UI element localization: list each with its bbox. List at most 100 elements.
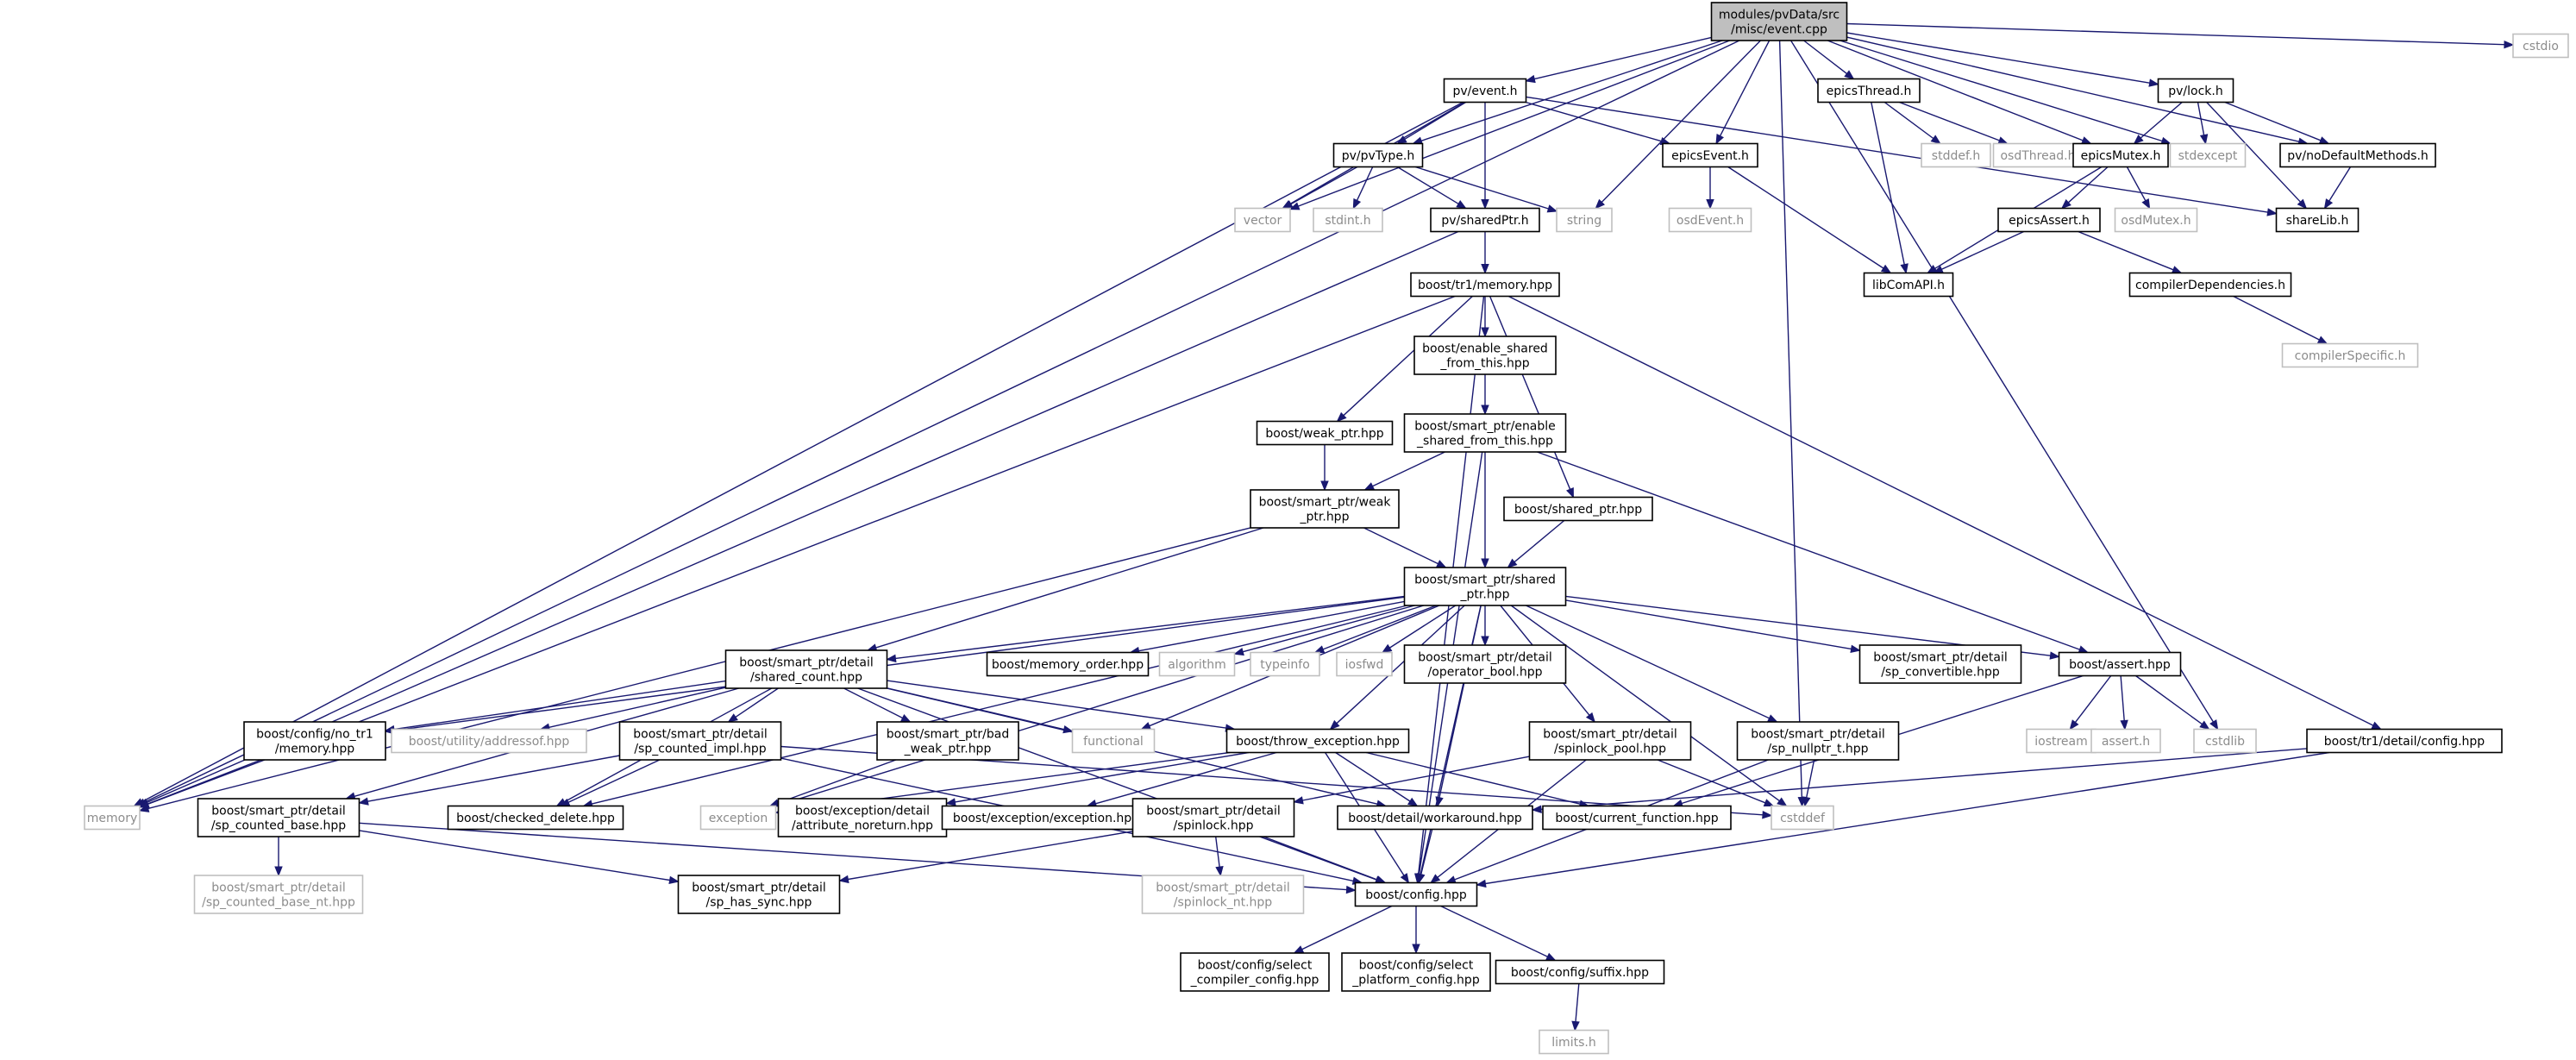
node-box [1337,805,1533,831]
node-label: boost/weak_ptr.hpp [1265,427,1383,441]
edge-spCountedBase-to-spCountedBaseNt [274,837,283,877]
node-limits: limits.h [1539,1029,1609,1055]
edge-spEnableSft-to-spWeak [1363,451,1445,491]
node-sharedptrhpp[interactable]: boost/shared_ptr.hpp [1503,496,1653,522]
node-configHpp[interactable]: boost/config.hpp [1354,881,1478,907]
node-sharedPtr[interactable]: pv/sharedPtr.h [1430,207,1540,233]
node-libCom[interactable]: libComAPI.h [1863,272,1954,298]
node-label: typeinfo [1260,658,1310,672]
node-box [2512,33,2569,59]
edge-root-to-cstdio [1846,22,2515,49]
node-sharedCount[interactable]: boost/smart_ptr/detail/shared_count.hpp [724,649,888,689]
node-pvNoDefault[interactable]: pv/noDefaultMethods.h [2279,142,2436,168]
node-selCompiler[interactable]: boost/config/select_compiler_config.hpp [1180,952,1330,992]
node-noTr1[interactable]: boost/config/no_tr1/memory.hpp [243,721,386,761]
node-box [1071,728,1156,754]
edge-configHpp-to-selCompiler [1293,905,1393,954]
edge-root-to-epicsThread [1803,40,1855,80]
edge-sharedCount-to-spCountedImpl [727,687,779,723]
node-excExc[interactable]: boost/exception/exception.hpp [941,805,1151,831]
node-spCountedImpl[interactable]: boost/smart_ptr/detail/sp_counted_impl.h… [618,721,782,761]
node-box [1225,728,1410,754]
node-tr1Config[interactable]: boost/tr1/detail/config.hpp [2306,728,2503,754]
node-spHasSync[interactable]: boost/smart_ptr/detail/sp_has_sync.hpp [677,875,841,914]
node-pvevent[interactable]: pv/event.h [1443,78,1527,103]
node-algorithm: algorithm [1158,651,1236,677]
node-spWeak[interactable]: boost/smart_ptr/weak_ptr.hpp [1250,489,1400,529]
edge-epicsAssert-to-compilerDeps [2078,230,2183,273]
node-label: vector [1244,214,1282,228]
node-spShared[interactable]: boost/smart_ptr/shared_ptr.hpp [1403,567,1567,606]
node-box [2058,651,2182,677]
node-epicsMutex[interactable]: epicsMutex.h [2072,142,2169,168]
node-pvlock[interactable]: pv/lock.h [2157,78,2234,103]
node-box [1443,78,1527,103]
node-root[interactable]: modules/pvData/src/misc/event.cpp [1710,2,1848,41]
edge-pvevent-to-shareLib [1526,96,2278,216]
node-box [2157,78,2234,103]
node-epicsThread[interactable]: epicsThread.h [1817,78,1921,103]
node-label: boost/config/suffix.hpp [1511,966,1649,980]
node-checkedDelete[interactable]: boost/checked_delete.hpp [447,805,624,831]
edge-spEnableSft-to-spShared [1481,452,1489,569]
node-box [1858,644,2022,684]
edge-enableSft-to-spEnableSft [1481,374,1489,416]
node-throwExc[interactable]: boost/throw_exception.hpp [1225,728,1410,754]
node-label: exception [709,812,768,825]
node-pvType[interactable]: pv/pvType.h [1332,142,1424,168]
edge-compilerDeps-to-compilerSpecific [2233,295,2328,345]
node-weakptr[interactable]: boost/weak_ptr.hpp [1256,420,1394,446]
node-spCountedBase[interactable]: boost/smart_ptr/detail/sp_counted_base.h… [197,798,360,837]
node-label: boost/utility/addressof.hpp [409,735,570,749]
node-label: boost/smart_ptr/detail [692,881,825,895]
node-label: shareLib.h [2286,214,2349,228]
node-label: /spinlock_nt.hpp [1174,896,1272,910]
edge-root-to-epicsEvent [1715,40,1771,145]
node-box [1341,952,1491,992]
node-spinlock[interactable]: boost/smart_ptr/detail/spinlock.hpp [1131,798,1295,837]
node-tr1memory[interactable]: boost/tr1/memory.hpp [1410,272,1560,298]
node-suffix[interactable]: boost/config/suffix.hpp [1495,959,1665,985]
node-shareLib[interactable]: shareLib.h [2275,207,2360,233]
node-label: memory [87,812,138,825]
node-spEnableSft[interactable]: boost/smart_ptr/enable_shared_from_this.… [1403,413,1567,453]
node-curFunc[interactable]: boost/current_function.hpp [1542,805,1732,831]
node-opBool[interactable]: boost/smart_ptr/detail/operator_bool.hpp [1403,644,1567,684]
edge-epicsThread-to-libCom [1871,102,1908,274]
node-box [1410,272,1560,298]
node-spConvertible[interactable]: boost/smart_ptr/detail/sp_convertible.hp… [1858,644,2022,684]
node-enableSft[interactable]: boost/enable_shared_from_this.hpp [1413,336,1557,375]
node-box [1403,413,1567,453]
node-box [2279,142,2436,168]
node-label: /misc/event.cpp [1731,23,1827,37]
node-label: _shared_from_this.hpp [1416,435,1553,448]
node-memOrder[interactable]: boost/memory_order.hpp [986,651,1150,677]
node-label: boost/smart_ptr/detail [1873,651,2007,665]
node-label: boost/assert.hpp [2069,658,2171,672]
edge-pvType-to-string [1414,166,1558,213]
node-label: /sp_nullptr_t.hpp [1767,743,1868,756]
node-spinlockPool[interactable]: boost/smart_ptr/detail/spinlock_pool.hpp [1528,721,1692,761]
node-workaround[interactable]: boost/detail/workaround.hpp [1337,805,1533,831]
node-selPlatform[interactable]: boost/config/select_platform_config.hpp [1341,952,1491,992]
node-box [2193,728,2257,754]
node-label: boost/smart_ptr/detail [633,728,767,742]
edge-epicsMutex-to-epicsAssert [2060,166,2109,210]
node-spNullptr[interactable]: boost/smart_ptr/detail/sp_nullptr_t.hpp [1736,721,1900,761]
node-attrNoreturn[interactable]: boost/exception/detail/attribute_noretur… [777,798,948,837]
edge-pvNoDefault-to-shareLib [2323,166,2352,210]
node-assertHpp[interactable]: boost/assert.hpp [2058,651,2182,677]
node-label: pv/event.h [1452,85,1517,98]
node-vector: vector [1234,207,1291,233]
node-label: /sp_convertible.hpp [1881,666,2000,680]
node-label: epicsThread.h [1827,85,1912,98]
node-epicsEvent[interactable]: epicsEvent.h [1662,142,1758,168]
node-compilerDeps[interactable]: compilerDependencies.h [2128,272,2292,298]
edge-pvevent-to-sharedPtr [1481,102,1489,210]
node-badWeak[interactable]: boost/smart_ptr/bad_weak_ptr.hpp [876,721,1019,761]
node-box [1141,875,1305,914]
node-epicsAssert[interactable]: epicsAssert.h [1997,207,2101,233]
node-stdint: stdint.h [1313,207,1383,233]
node-functional: functional [1071,728,1156,754]
node-label: _platform_config.hpp [1351,974,1480,988]
